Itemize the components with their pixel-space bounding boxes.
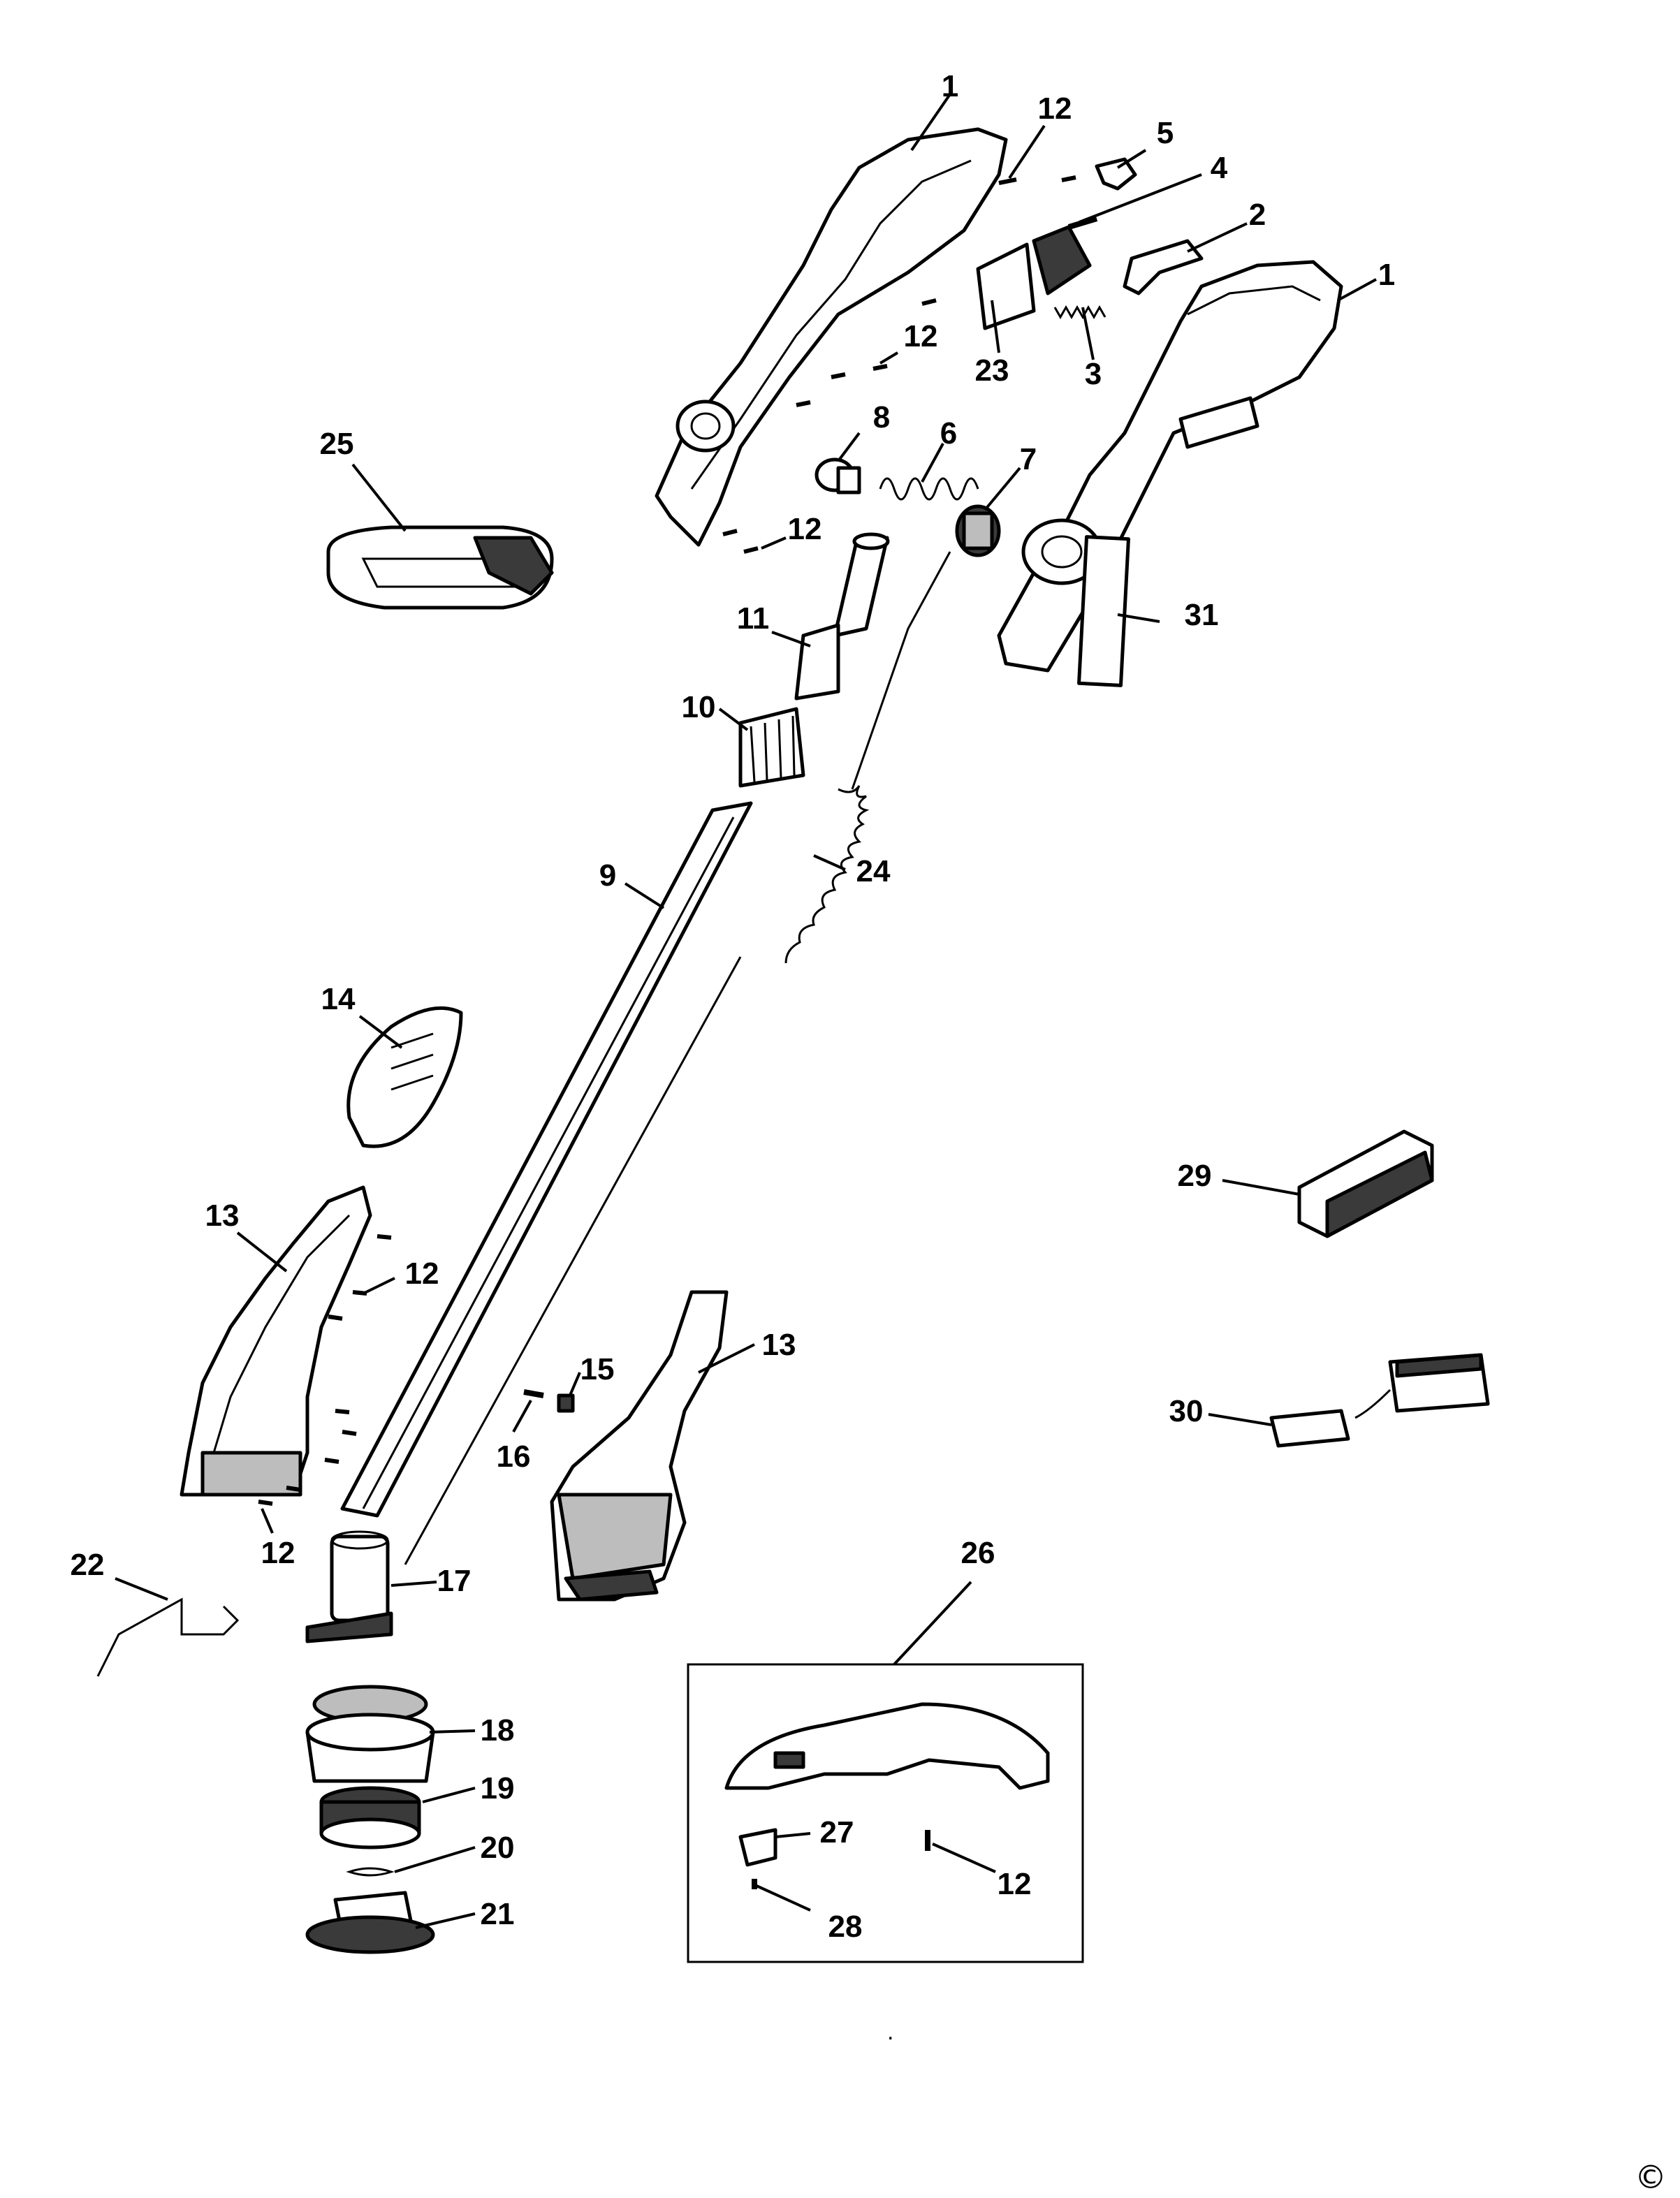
callout-12f: 12: [998, 1867, 1032, 1901]
callout-25: 25: [320, 427, 354, 461]
small-screw: [523, 1389, 544, 1398]
callout-31: 31: [1185, 598, 1219, 632]
guard: [724, 1702, 1050, 1790]
callout-28: 28: [828, 1910, 863, 1944]
spool-housing: [305, 1685, 435, 1783]
callout-13b: 13: [762, 1328, 796, 1362]
trigger: [1123, 239, 1204, 295]
footer-dot: .: [887, 2019, 893, 2045]
callout-27: 27: [820, 1815, 854, 1849]
motor-housing-right: [550, 1290, 729, 1602]
callout-18: 18: [481, 1713, 515, 1748]
callout-12d: 12: [405, 1256, 439, 1291]
callout-26: 26: [961, 1536, 995, 1570]
callout-8: 8: [873, 400, 890, 434]
motor-housing-left: [180, 1185, 372, 1497]
callout-4: 4: [1211, 151, 1228, 185]
callout-labels: 1 12 5 4 2 1 12 23 3 8 6 7 25 12 31 11 1…: [71, 69, 1396, 1944]
callout-7: 7: [1020, 442, 1037, 476]
handle-half-right: [997, 260, 1343, 673]
inner-tube: [794, 532, 890, 701]
callout-5: 5: [1157, 116, 1174, 150]
callout-9: 9: [599, 858, 616, 893]
callout-1a: 1: [942, 69, 958, 103]
coiled-cable: [404, 551, 951, 1565]
switch-button: [1095, 157, 1137, 191]
spool: [319, 1786, 421, 1849]
guard-kit-box: [687, 1663, 1084, 1963]
copyright-symbol: ©: [1635, 2158, 1667, 2196]
spool-spring: [346, 1867, 395, 1877]
callout-22: 22: [71, 1548, 105, 1582]
callout-6: 6: [940, 416, 957, 450]
callout-13a: 13: [205, 1199, 240, 1233]
callout-21: 21: [481, 1897, 515, 1931]
callout-12a: 12: [1038, 91, 1072, 126]
main-shaft: [340, 801, 753, 1518]
handle-half-left: [655, 127, 1008, 547]
spool-cap: [305, 1891, 435, 1954]
callout-2: 2: [1249, 198, 1266, 232]
callout-16: 16: [497, 1439, 531, 1474]
callout-10: 10: [682, 690, 716, 724]
charger: [1269, 1353, 1490, 1448]
guard-clip: [738, 1828, 777, 1867]
callout-15: 15: [580, 1352, 615, 1386]
callout-19: 19: [481, 1771, 515, 1805]
callout-20: 20: [481, 1831, 515, 1865]
callout-3: 3: [1085, 357, 1102, 391]
callout-12c: 12: [788, 512, 822, 546]
shaft-cap: [815, 457, 861, 494]
callout-29: 29: [1178, 1159, 1212, 1193]
callout-12b: 12: [904, 319, 938, 353]
collar-nut: [955, 504, 1001, 557]
callout-1b: 1: [1378, 258, 1395, 292]
label-strip: [1077, 535, 1130, 687]
trigger-spring: [1053, 305, 1106, 320]
callout-14: 14: [321, 982, 356, 1016]
pin: [1067, 216, 1098, 230]
callout-12e: 12: [261, 1536, 295, 1570]
wire-guard: [96, 1597, 240, 1677]
callout-30: 30: [1169, 1394, 1204, 1428]
small-pin: [557, 1393, 575, 1413]
telescopic-spring: [879, 477, 979, 501]
loop-handle: [326, 525, 554, 610]
callout-24: 24: [856, 854, 891, 888]
motor: [305, 1530, 393, 1643]
locking-collar: [738, 707, 805, 788]
screws-handle: [722, 175, 1076, 554]
callout-17: 17: [437, 1564, 472, 1598]
callout-23: 23: [975, 353, 1009, 388]
callout-11: 11: [737, 601, 770, 636]
battery-pack: [1297, 1129, 1434, 1238]
leader-lines: [115, 93, 1377, 1929]
battery-cover: [346, 1006, 463, 1148]
